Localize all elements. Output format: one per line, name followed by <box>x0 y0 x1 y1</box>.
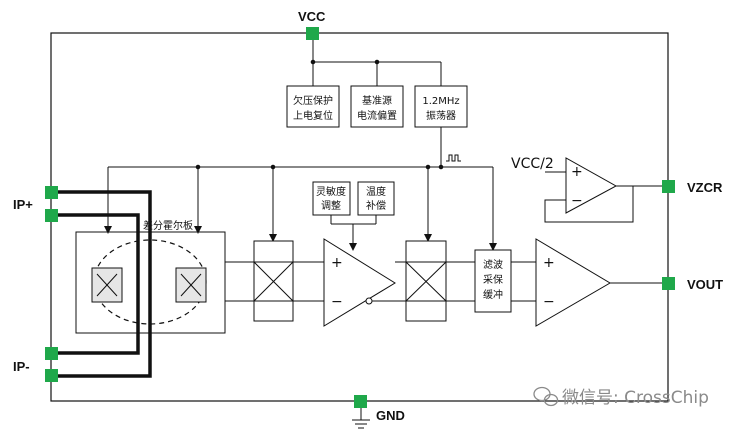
gnd-label: GND <box>376 408 405 423</box>
vzcr-pin <box>662 180 675 193</box>
bus-arrowheads <box>104 226 497 251</box>
uvlo-line-2: 上电复位 <box>293 109 333 122</box>
ip-plus-pin-1 <box>45 186 58 199</box>
vcc-pin <box>306 27 319 40</box>
amp-minus-sign: − <box>331 294 343 310</box>
temp-line-2: 补偿 <box>366 199 386 212</box>
uvlo-block: 欠压保护 上电复位 <box>286 85 340 128</box>
hall-element-left <box>91 267 123 303</box>
sensitivity-block: 灵敏度 调整 <box>312 181 351 216</box>
watermark-text: 微信号: CrossChip <box>562 388 709 408</box>
bias-line-2: 电流偏置 <box>357 109 397 122</box>
current-conductor <box>58 190 152 378</box>
vcc-bus <box>310 40 442 86</box>
watermark: 微信号: CrossChip <box>533 386 709 408</box>
vzcr-label: VZCR <box>687 180 723 195</box>
hall-amplifier: + − <box>323 238 396 327</box>
temp-comp-block: 温度 补偿 <box>357 181 395 216</box>
out-plus-sign: + <box>543 255 555 271</box>
ip-minus-pin-2 <box>45 369 58 382</box>
ip-plus-label: IP+ <box>13 197 33 212</box>
filter-line-3: 缓冲 <box>483 288 503 301</box>
clock-bus <box>107 164 494 249</box>
hall-element-right <box>175 267 207 303</box>
uvlo-line-1: 欠压保护 <box>293 94 333 107</box>
buf-plus-sign: + <box>571 164 583 180</box>
output-amplifier: + − <box>535 238 611 327</box>
chopper-switch-1 <box>253 240 294 322</box>
vout-pin <box>662 277 675 290</box>
bias-block: 基准源 电流偏置 <box>350 85 404 128</box>
clock-line <box>440 127 461 167</box>
wechat-icon <box>533 386 559 407</box>
amp-plus-sign: + <box>331 255 343 271</box>
filter-block: 滤波 采保 缓冲 <box>474 249 512 313</box>
hall-plate: 差分霍尔板 <box>75 219 226 334</box>
filter-line-2: 采保 <box>483 273 503 286</box>
out-minus-sign: − <box>543 294 555 310</box>
osc-line-2: 振荡器 <box>426 109 456 122</box>
filter-line-1: 滤波 <box>483 258 503 271</box>
ground-symbol <box>352 408 370 429</box>
sens-line-1: 灵敏度 <box>316 185 346 198</box>
buf-minus-sign: − <box>571 193 583 209</box>
vcc-label: VCC <box>298 9 326 24</box>
ip-minus-pin-1 <box>45 347 58 360</box>
vout-label: VOUT <box>687 277 723 292</box>
chopper-switch-2 <box>405 240 447 322</box>
pin-pads <box>45 27 675 408</box>
vref-label: VCC/2 <box>511 156 554 172</box>
clock-pulse-icon <box>446 154 461 162</box>
gain-arrowhead <box>349 243 357 251</box>
gnd-pin <box>354 395 367 408</box>
hall-plate-label: 差分霍尔板 <box>143 219 193 232</box>
bias-line-1: 基准源 <box>362 94 392 107</box>
ip-plus-pin-2 <box>45 209 58 222</box>
temp-line-1: 温度 <box>366 185 386 198</box>
vzcr-wiring <box>544 171 662 223</box>
osc-line-1: 1.2MHz <box>422 96 459 107</box>
oscillator-block: 1.2MHz 振荡器 <box>414 85 468 128</box>
sens-line-2: 调整 <box>321 199 341 212</box>
ip-minus-label: IP- <box>13 359 30 374</box>
vzcr-buffer: + − VCC/2 <box>511 156 618 214</box>
